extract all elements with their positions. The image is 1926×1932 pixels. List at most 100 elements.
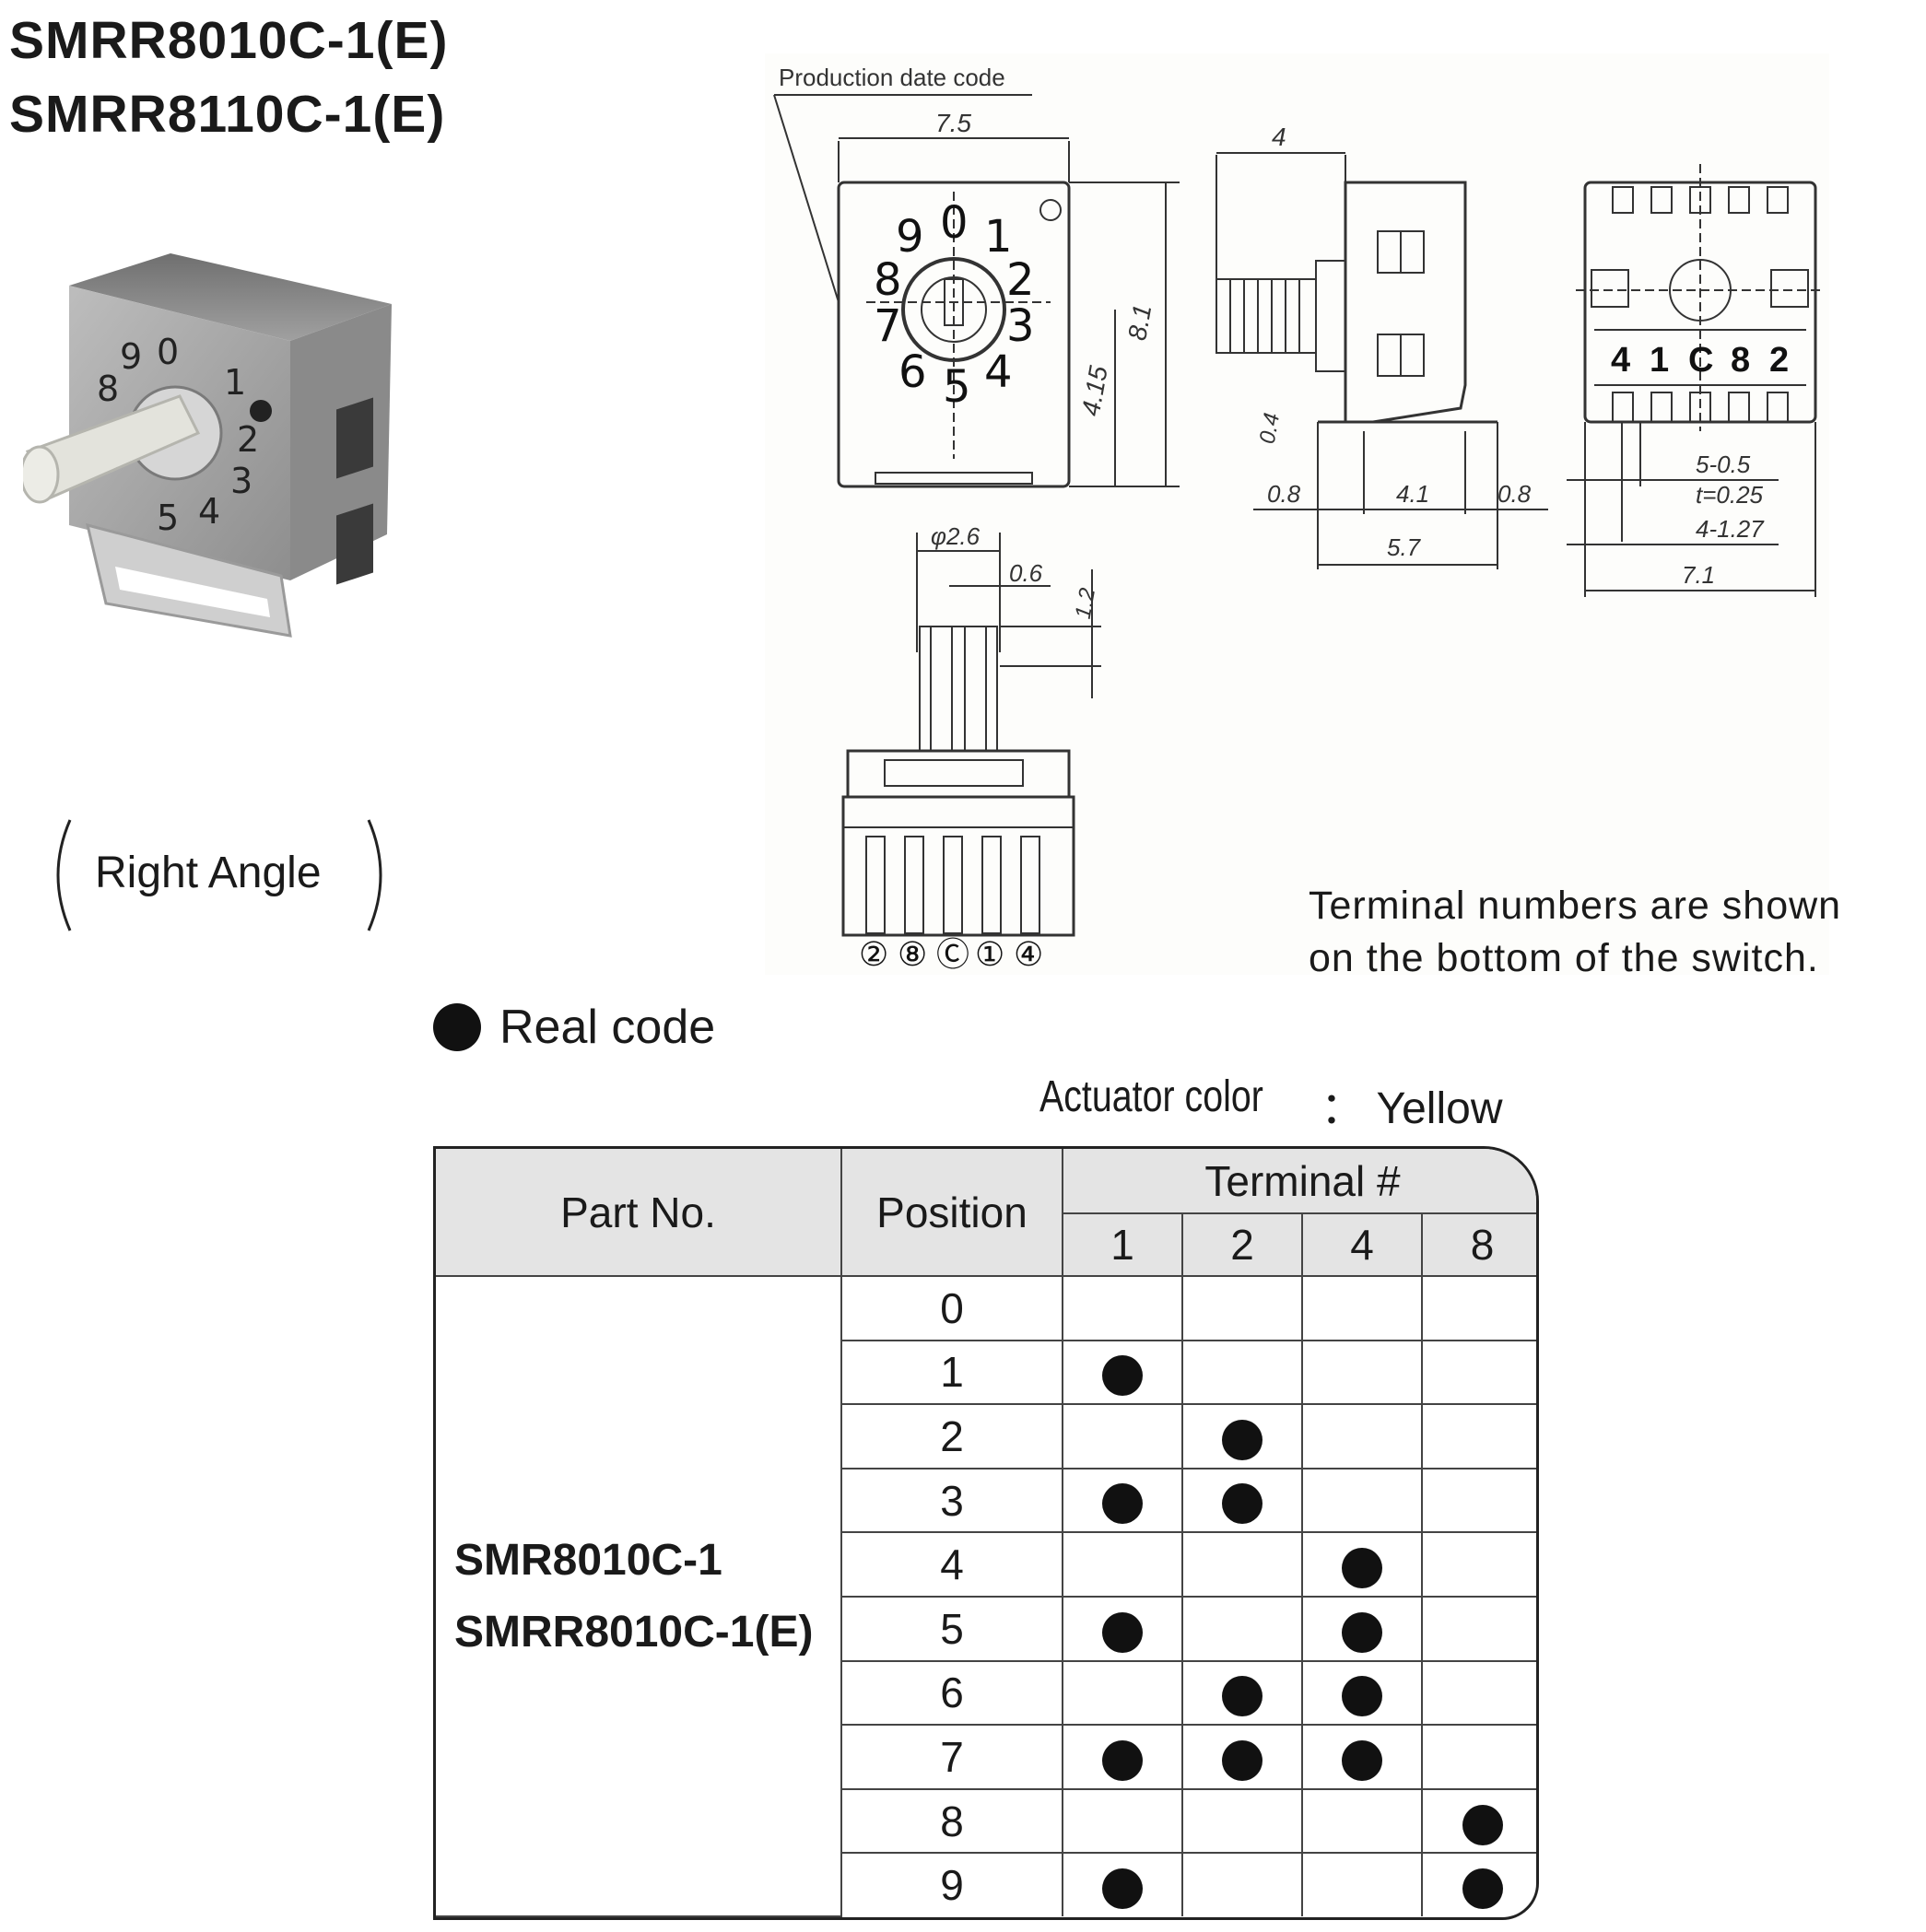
dim-bottom-width: 7.1 <box>1682 561 1715 589</box>
position-cell: 1 <box>841 1339 1063 1406</box>
bottom-terminal-label: 1 <box>1650 341 1669 380</box>
table-row: 3 <box>436 1467 1536 1534</box>
terminal-cell <box>1181 1596 1303 1662</box>
terminal-cell <box>1420 1339 1536 1406</box>
terminal-cell <box>1420 1659 1536 1727</box>
photo-digit: 9 <box>120 336 142 377</box>
dim-total-depth: 5.7 <box>1387 533 1422 561</box>
dial-digit: 1 <box>984 211 1013 263</box>
terminal-cell <box>1181 1339 1303 1406</box>
actuator-label: Actuator color <box>1039 1072 1263 1121</box>
position-cell: 7 <box>841 1724 1063 1790</box>
table-row: 5 <box>436 1596 1536 1662</box>
actuator-color: Actuator color ： Yellow <box>1039 1071 1502 1133</box>
terminal-cell <box>1181 1659 1303 1727</box>
terminal-cell <box>1420 1852 1536 1916</box>
table-row: 6 <box>436 1659 1536 1727</box>
on-dot-icon <box>1102 1611 1143 1653</box>
on-dot-icon <box>1222 1739 1262 1781</box>
bottom-terminal-label: 4 <box>1611 341 1630 380</box>
parenthesis-shape <box>56 819 382 931</box>
header-part-no: Part No. <box>436 1149 842 1277</box>
dim-height-inner: 4.15 <box>1076 363 1113 417</box>
part-number: SMRR8010C-1(E) <box>454 1607 814 1657</box>
terminal-cell <box>1181 1275 1303 1341</box>
terminal-cell <box>1062 1787 1183 1855</box>
terminal-cell <box>1181 1467 1303 1534</box>
on-dot-icon <box>1462 1804 1503 1845</box>
code-table-wrapper: Part No. Position Terminal # 1 2 4 8 SMR… <box>433 1146 1539 1920</box>
dial-digit: 8 <box>874 254 902 306</box>
terminal-cell <box>1301 1467 1423 1534</box>
on-dot-icon <box>1462 1868 1503 1910</box>
terminal-cell <box>1062 1403 1183 1469</box>
table-row: 4 <box>436 1531 1536 1598</box>
dim-pad-left: 0.8 <box>1267 480 1301 508</box>
front-terminal-label: ⑧ <box>898 936 927 974</box>
terminal-cell <box>1062 1531 1183 1598</box>
photo-digit: 3 <box>230 461 252 501</box>
table-row: 9 <box>436 1852 1536 1916</box>
position-cell: 4 <box>841 1531 1063 1598</box>
dim-width-top: 7.5 <box>935 109 971 137</box>
dial-digit: 5 <box>943 361 971 413</box>
dim-pad-right: 0.8 <box>1497 480 1532 508</box>
part-title-1: SMRR8010C-1(E) <box>9 11 449 70</box>
terminal-cell <box>1301 1531 1423 1598</box>
terminal-cell <box>1301 1275 1423 1341</box>
terminal-cell <box>1301 1852 1423 1916</box>
dial-digit: 7 <box>874 300 902 352</box>
terminal-cell <box>1062 1275 1183 1341</box>
front-terminal-label: ① <box>975 936 1004 974</box>
terminal-cell <box>1062 1852 1183 1916</box>
terminal-cell <box>1420 1403 1536 1469</box>
terminal-cell <box>1301 1724 1423 1790</box>
on-dot-icon <box>1102 1739 1143 1781</box>
table-row: 7 <box>436 1724 1536 1790</box>
part-title-2: SMRR8110C-1(E) <box>9 85 446 144</box>
front-terminal-label: ② <box>859 936 888 974</box>
terminal-cell <box>1420 1724 1536 1790</box>
on-dot-icon <box>1342 1676 1382 1717</box>
on-dot-icon <box>1342 1739 1382 1781</box>
dim-side-width: 4 <box>1272 123 1286 151</box>
terminal-cell <box>1301 1339 1423 1406</box>
technical-drawing: Production date code 0 1 2 3 4 5 6 7 8 9… <box>773 64 1825 974</box>
terminal-cell <box>1062 1467 1183 1534</box>
front-terminal-label: Ⓒ <box>936 936 969 974</box>
terminal-cell <box>1301 1403 1423 1469</box>
header-terminal-col: 8 <box>1420 1212 1536 1277</box>
dim-body: 4.1 <box>1396 480 1429 508</box>
terminal-cell <box>1181 1724 1303 1790</box>
terminal-cell <box>1420 1596 1536 1662</box>
photo-digit: 5 <box>157 498 179 538</box>
dim-side-thk: 0.4 <box>1255 411 1285 446</box>
mount-type-label: Right Angle <box>53 815 385 935</box>
terminal-cell <box>1181 1852 1303 1916</box>
actuator-value: Yellow <box>1376 1084 1503 1133</box>
on-dot-icon <box>1102 1483 1143 1525</box>
position-cell: 0 <box>840 1275 1063 1341</box>
photo-digit: 8 <box>97 369 119 409</box>
table-row: 2 <box>436 1403 1536 1469</box>
dial-digit: 0 <box>940 197 969 249</box>
terminal-cell <box>1301 1787 1423 1855</box>
bottom-terminal-label: 8 <box>1731 341 1750 380</box>
terminal-cell <box>1062 1339 1183 1406</box>
dim-height-right: 8.1 <box>1122 302 1157 343</box>
front-terminal-label: ④ <box>1014 936 1043 974</box>
terminal-cell <box>1301 1659 1423 1727</box>
position-cell: 3 <box>841 1467 1063 1534</box>
part-number: SMR8010C-1 <box>454 1535 722 1585</box>
on-dot-icon <box>1102 1868 1143 1910</box>
dim-pitch2: 4-1.27 <box>1696 515 1765 543</box>
terminal-cell <box>1181 1403 1303 1469</box>
real-code-heading: Real code <box>433 1000 715 1055</box>
side-view-body <box>1344 181 1467 424</box>
position-cell: 5 <box>841 1596 1063 1662</box>
dim-pin-pitch: 5-0.5 <box>1696 451 1751 478</box>
dial-digit: 4 <box>984 346 1013 398</box>
dim-shaft-dia: φ2.6 <box>931 522 981 550</box>
terminal-cell <box>1062 1596 1183 1662</box>
